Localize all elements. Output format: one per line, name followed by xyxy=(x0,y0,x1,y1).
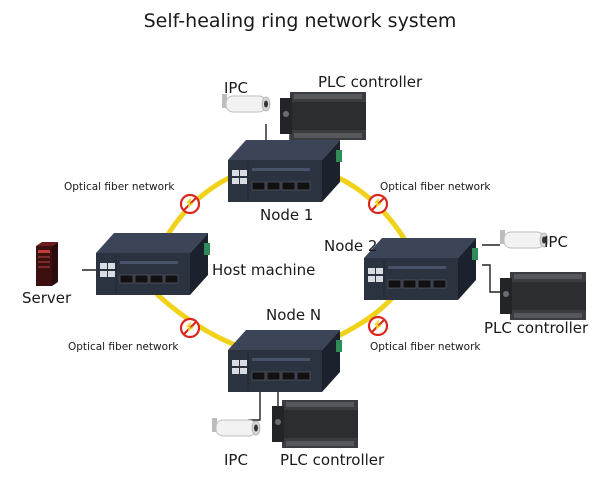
node1-label: Node 1 xyxy=(260,206,313,224)
fiber-break-icon xyxy=(367,193,389,215)
nodeN-switch xyxy=(227,329,343,393)
fiber-break-icon xyxy=(179,317,201,339)
plc-label-right: PLC controller xyxy=(484,319,589,337)
ipc-label-bottom: IPC xyxy=(224,451,248,469)
node1-switch xyxy=(227,139,343,203)
ipc-label-right: IPC xyxy=(544,233,568,251)
fiber-break-icon xyxy=(367,315,389,337)
fiber-label-bottom-left: Optical fiber network xyxy=(68,341,179,353)
server-label: Server xyxy=(22,289,72,307)
node2-label: Node 2 xyxy=(324,237,377,255)
plc-controller-icon xyxy=(272,400,358,448)
ipc-label-top: IPC xyxy=(224,79,248,97)
fiber-break-icon xyxy=(179,193,201,215)
fiber-label-top-right: Optical fiber network xyxy=(380,181,491,193)
plc-controller-icon xyxy=(500,272,586,320)
diagram-title: Self-healing ring network system xyxy=(144,10,457,32)
ip-camera-icon xyxy=(499,229,549,249)
fiber-label-bottom-right: Optical fiber network xyxy=(370,341,481,353)
ip-camera-icon xyxy=(211,417,261,437)
host-machine-label: Host machine xyxy=(212,261,315,279)
fiber-label-top-left: Optical fiber network xyxy=(64,181,175,193)
nodeN-label: Node N xyxy=(266,306,321,324)
node2-switch xyxy=(363,237,479,301)
plc-controller-icon xyxy=(280,92,366,140)
server-tower-icon xyxy=(36,242,58,286)
host-machine-switch xyxy=(95,232,211,296)
plc-label-top: PLC controller xyxy=(318,73,423,91)
plc-label-bottom: PLC controller xyxy=(280,451,385,469)
